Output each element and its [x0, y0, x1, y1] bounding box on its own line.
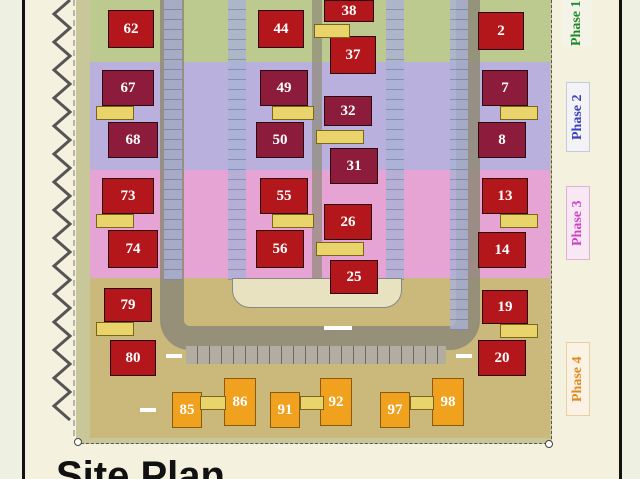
lot-37[interactable]: 37 [330, 36, 376, 74]
lot-tag [96, 214, 134, 228]
lot-50[interactable]: 50 [256, 122, 304, 158]
road-marking [324, 326, 352, 330]
left-boundary [51, 0, 75, 440]
boundary-post [74, 438, 82, 446]
phase3-label: Phase 3 [566, 186, 590, 260]
lot-tag [272, 106, 314, 120]
lot-tag [300, 396, 324, 410]
lot-92[interactable]: 92 [320, 378, 352, 426]
lot-26[interactable]: 26 [324, 204, 372, 240]
lot-55[interactable]: 55 [260, 178, 308, 214]
map-title: Site Plan [56, 454, 225, 479]
lot-85[interactable]: 85 [172, 392, 202, 428]
lot-19[interactable]: 19 [482, 290, 528, 324]
parking-strip-mid-left [228, 0, 246, 280]
lot-14[interactable]: 14 [478, 232, 526, 268]
lot-tag [314, 24, 350, 38]
lot-tag [500, 214, 538, 228]
lot-tag [316, 130, 364, 144]
boundary-post [545, 440, 553, 448]
lot-32[interactable]: 32 [324, 96, 372, 126]
lot-tag [96, 106, 134, 120]
lot-44[interactable]: 44 [258, 10, 304, 48]
lot-tag [500, 106, 538, 120]
lot-8[interactable]: 8 [478, 122, 526, 158]
lot-91[interactable]: 91 [270, 392, 300, 428]
lot-tag [316, 242, 364, 256]
lot-67[interactable]: 67 [102, 70, 154, 106]
lot-98[interactable]: 98 [432, 378, 464, 426]
lot-80[interactable]: 80 [110, 340, 156, 376]
lot-68[interactable]: 68 [108, 122, 158, 158]
parking-strip-bottom [186, 346, 446, 364]
phase2-label: Phase 2 [566, 82, 590, 152]
lot-62[interactable]: 62 [108, 10, 154, 48]
lot-7[interactable]: 7 [482, 70, 528, 106]
lot-tag [200, 396, 226, 410]
lot-20[interactable]: 20 [478, 340, 526, 376]
road-marking [456, 354, 472, 358]
road-marking [166, 354, 182, 358]
lot-2[interactable]: 2 [478, 12, 524, 50]
phase4-label: Phase 4 [566, 342, 590, 416]
lot-tag [500, 324, 538, 338]
lot-79[interactable]: 79 [104, 288, 152, 322]
lot-74[interactable]: 74 [108, 230, 158, 268]
phase1-label: Phase 1 [562, 0, 592, 46]
lot-tag [410, 396, 434, 410]
lot-86[interactable]: 86 [224, 378, 256, 426]
lot-49[interactable]: 49 [260, 70, 308, 106]
parking-strip-right [450, 0, 468, 330]
lot-31[interactable]: 31 [330, 148, 378, 184]
lot-tag [96, 322, 134, 336]
road-marking [140, 408, 156, 412]
lot-13[interactable]: 13 [482, 178, 528, 214]
lot-73[interactable]: 73 [102, 178, 154, 214]
lot-tag [272, 214, 314, 228]
parking-strip-left [164, 0, 182, 280]
lot-56[interactable]: 56 [256, 230, 304, 268]
parking-strip-mid-right [386, 0, 404, 280]
lot-97[interactable]: 97 [380, 392, 410, 428]
lot-38[interactable]: 38 [324, 0, 374, 22]
lot-25[interactable]: 25 [330, 260, 378, 294]
